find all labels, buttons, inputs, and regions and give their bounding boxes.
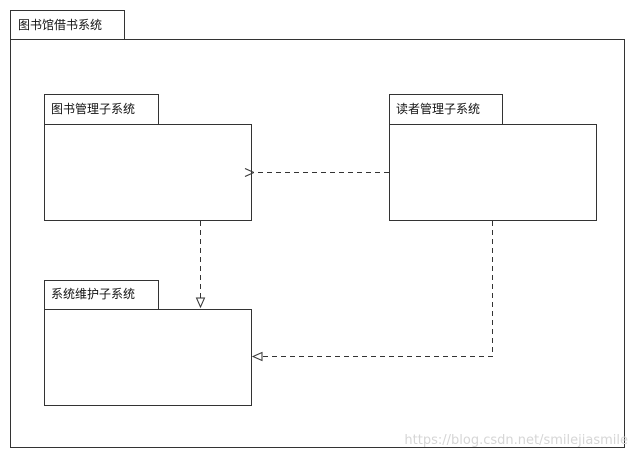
dependency-book-to-maintenance-arrowhead [195, 297, 206, 309]
library-system-tab [10, 10, 125, 40]
watermark-text: https://blog.csdn.net/smilejiasmile [404, 433, 628, 448]
maintenance-tab [44, 280, 159, 310]
dependency-reader-to-maintenance-arrowhead [251, 351, 263, 362]
book-management-tab [44, 94, 159, 125]
book-management-package: 图书管理子系统 [44, 94, 252, 221]
dependency-book-to-maintenance [195, 221, 206, 309]
reader-management-package: 读者管理子系统 [389, 94, 597, 221]
book-management-body [44, 124, 252, 221]
reader-management-body [389, 124, 597, 221]
maintenance-package: 系统维护子系统 [44, 280, 252, 406]
library-system-title: 图书馆借书系统 [18, 17, 102, 32]
reader-management-label: 读者管理子系统 [396, 101, 480, 116]
dependency-reader-to-maintenance [251, 221, 493, 362]
maintenance-label: 系统维护子系统 [51, 287, 135, 301]
maintenance-body [44, 309, 252, 406]
book-management-label: 图书管理子系统 [51, 101, 135, 116]
dependency-reader-to-maintenance-line [262, 221, 493, 357]
